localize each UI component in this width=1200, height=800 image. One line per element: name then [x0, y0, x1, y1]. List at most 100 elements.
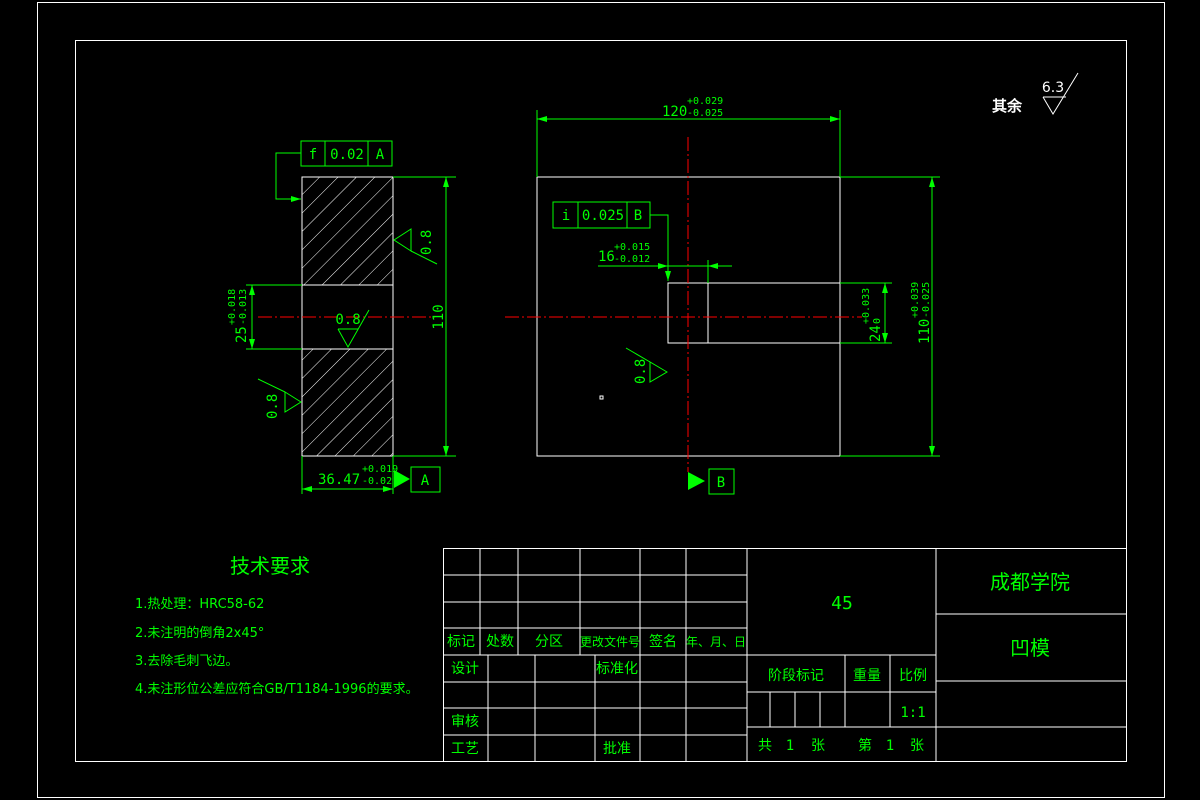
bore-dimension: 25 +0.018 -0.013: [227, 284, 302, 350]
roughness-value: 0.8: [265, 394, 281, 419]
dimension-lower-tolerance: -0.025: [921, 282, 932, 318]
revision-header-signature: 签名: [649, 633, 677, 650]
datum-label: A: [421, 473, 430, 489]
datum-a: A: [394, 466, 441, 493]
roughness-pocket: 0.8: [625, 347, 668, 384]
material-value: 45: [831, 593, 853, 614]
slot-dimension: 24 +0.033 0: [840, 282, 892, 344]
tolerance-symbol: f: [309, 147, 317, 163]
dimension-upper-tolerance: +0.015: [614, 242, 650, 253]
roughness-symbol-icon: [649, 361, 668, 383]
dimension-upper-tolerance: +0.033: [861, 288, 872, 324]
datum-box: [410, 466, 441, 493]
width-dimension: 120 +0.029 -0.025: [536, 96, 841, 177]
roughness-symbol-icon: [1042, 72, 1079, 115]
roughness-symbol-leg: [410, 250, 438, 265]
revision-header-date: 年、月、日: [686, 635, 746, 649]
general-roughness-label: 其余: [992, 97, 1023, 115]
sheet-total: 1: [786, 738, 794, 754]
stage-mark-label: 阶段标记: [768, 668, 824, 684]
left-view: f 0.02 A 110 25 +0.018 -0.013 36.47: [227, 140, 456, 494]
point-marker: [599, 395, 604, 400]
dimension-upper-tolerance: +0.019: [362, 464, 398, 475]
datum-b: B: [688, 468, 735, 495]
tolerance-symbol: i: [562, 208, 570, 224]
roughness-symbol-icon: [337, 309, 370, 349]
technical-requirements-title: 技术要求: [230, 554, 310, 578]
general-roughness: 其余 6.3: [992, 72, 1079, 115]
tolerance-datum: A: [376, 147, 385, 163]
revision-header-count: 处数: [486, 634, 514, 650]
width-dimension: 36.47 +0.019 -0.02: [301, 456, 398, 494]
roughness-left: 0.8: [257, 378, 302, 419]
dimension-text: 110: [431, 304, 447, 329]
height-dimension: 110: [393, 176, 456, 457]
revision-header-zone: 分区: [535, 634, 563, 650]
sheet-current: 1: [886, 738, 894, 754]
roughness-right: 0.8: [393, 228, 438, 265]
section-hatch-lower: [302, 349, 393, 456]
process-label: 工艺: [451, 741, 479, 757]
step-dimension: 16 +0.015 -0.012: [598, 242, 732, 283]
height-dimension: 110 +0.039 -0.025: [840, 176, 940, 457]
requirement-item: 1.热处理：HRC58-62: [135, 597, 264, 612]
roughness-symbol-icon: [393, 228, 412, 252]
dimension-upper-tolerance: +0.039: [910, 282, 921, 318]
standardization-label: 标准化: [596, 661, 638, 677]
datum-label: B: [717, 475, 725, 491]
tolerance-leader: [650, 214, 671, 281]
dimension-lower-tolerance: 0: [872, 318, 883, 324]
dimension-lower-tolerance: -0.012: [614, 254, 650, 265]
approval-label: 批准: [603, 741, 631, 757]
dimension-nominal: 36.47: [318, 472, 360, 488]
roughness-symbol-icon: [284, 391, 302, 413]
dimension-nominal: 120: [662, 104, 687, 120]
roughness-symbol-leg: [625, 347, 651, 363]
dimension-upper-tolerance: +0.018: [227, 289, 238, 325]
technical-requirements: 技术要求 1.热处理：HRC58-62 2.未注明的倒角2x45° 3.去除毛刺…: [135, 554, 419, 697]
datum-box: [708, 468, 735, 495]
dimension-lower-tolerance: -0.025: [687, 108, 723, 119]
weight-label: 重量: [853, 668, 881, 684]
tolerance-leader: [275, 152, 301, 202]
geometric-tolerance-frame: f 0.02 A: [275, 140, 393, 202]
design-label: 设计: [451, 661, 479, 677]
sheet-current-suffix: 张: [910, 738, 924, 754]
roughness-value: 0.8: [419, 230, 435, 255]
revision-header-mark: 标记: [447, 634, 475, 650]
sheet-total-prefix: 共: [758, 738, 772, 754]
geometric-tolerance-frame: i 0.025 B: [552, 201, 671, 281]
dimension-upper-tolerance: +0.029: [687, 96, 723, 107]
requirement-item: 2.未注明的倒角2x45°: [135, 625, 264, 641]
tolerance-datum: B: [634, 208, 642, 224]
roughness-value: 0.8: [633, 359, 649, 384]
datum-triangle-icon: [394, 470, 410, 488]
scale-label: 比例: [899, 668, 927, 684]
tolerance-value: 0.02: [330, 147, 364, 163]
title-block: 标记 处数 分区 更改文件号 签名 年、月、日 设计 标准化 审核 工艺 批准 …: [443, 548, 1127, 762]
review-label: 审核: [451, 714, 479, 730]
tolerance-value: 0.025: [582, 208, 624, 224]
drawing-name: 凹模: [1010, 636, 1050, 660]
roughness-value: 0.8: [335, 312, 360, 328]
dimension-lower-tolerance: -0.02: [362, 476, 392, 487]
right-view: 120 +0.029 -0.025 110 +0.039 -0.025 24 +…: [505, 96, 940, 495]
general-roughness-value: 6.3: [1042, 80, 1064, 96]
dimension-nominal: 24: [868, 325, 884, 342]
dimension-nominal: 110: [917, 319, 933, 344]
datum-triangle-icon: [688, 472, 705, 490]
dimension-lower-tolerance: -0.013: [238, 289, 249, 325]
dimension-nominal: 16: [598, 249, 615, 265]
section-hatch-upper: [302, 177, 393, 285]
sheet-total-suffix: 张: [811, 738, 825, 754]
roughness-bore: 0.8: [335, 309, 370, 349]
organization-name: 成都学院: [990, 570, 1070, 594]
dimension-nominal: 25: [234, 326, 250, 343]
roughness-symbol-leg: [257, 378, 286, 393]
outer-border: [37, 2, 1165, 798]
requirement-item: 3.去除毛刺飞边。: [135, 654, 238, 669]
revision-header-document: 更改文件号: [580, 634, 640, 649]
sheet-current-prefix: 第: [858, 737, 872, 754]
